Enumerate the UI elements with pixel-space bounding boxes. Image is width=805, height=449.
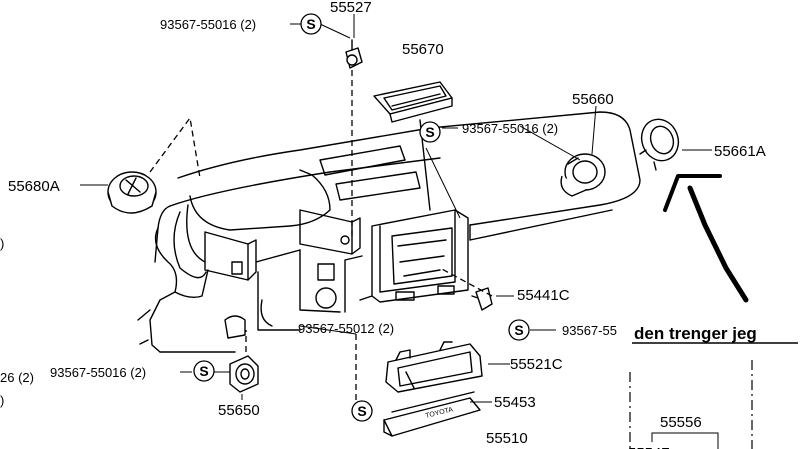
part-55660-vent <box>560 153 606 197</box>
part-55670-vent <box>373 81 453 123</box>
part-55680A-vent <box>107 171 157 214</box>
label-55670: 55670 <box>402 41 444 58</box>
label-93567-55016-top: 93567-55016 (2) <box>160 17 256 32</box>
label-55453: 55453 <box>494 394 536 411</box>
hand-drawn-arrow <box>663 174 749 303</box>
label-cut-bottom: 55547 <box>628 445 670 449</box>
s-symbol: S <box>351 400 373 422</box>
label-55660: 55660 <box>572 91 614 108</box>
s-symbol: S <box>508 319 530 341</box>
label-93567-55012: 93567-55012 (2) <box>298 321 394 336</box>
label-cut-paren: ) <box>0 393 4 408</box>
label-55521C: 55521C <box>510 356 563 373</box>
annotation-note: den trenger jeg <box>634 324 757 343</box>
svg-text:S: S <box>514 322 523 338</box>
label-93567-55-cut: 93567-55 <box>562 323 617 338</box>
svg-text:S: S <box>357 403 366 419</box>
part-55527-clip <box>345 39 363 69</box>
label-93567-55016-left: 93567-55016 (2) <box>50 365 146 380</box>
dashboard-panel <box>137 111 641 353</box>
label-cut-26: 26 (2) <box>0 370 34 385</box>
part-55521C-drawer <box>385 341 483 393</box>
label-cut-left-2: ) <box>0 236 4 251</box>
label-55556: 55556 <box>660 414 702 431</box>
label-55650: 55650 <box>218 402 260 419</box>
part-55661A-ring <box>639 118 680 171</box>
label-55510: 55510 <box>486 430 528 447</box>
label-55661A: 55661A <box>714 143 766 160</box>
s-symbol: S <box>193 360 215 382</box>
svg-text:S: S <box>425 124 434 140</box>
label-55680A: 55680A <box>8 178 60 195</box>
s-symbol: S <box>419 121 441 143</box>
part-55453-panel: TOYOTA <box>383 391 481 437</box>
svg-text:S: S <box>306 16 315 32</box>
label-55441C: 55441C <box>517 287 570 304</box>
center-console-housing <box>359 119 469 303</box>
part-55650-vent <box>229 355 259 393</box>
svg-text:S: S <box>199 363 208 379</box>
label-55527: 55527 <box>330 0 372 16</box>
label-93567-55016-mid: 93567-55016 (2) <box>462 121 558 136</box>
s-symbol: S <box>300 13 322 35</box>
